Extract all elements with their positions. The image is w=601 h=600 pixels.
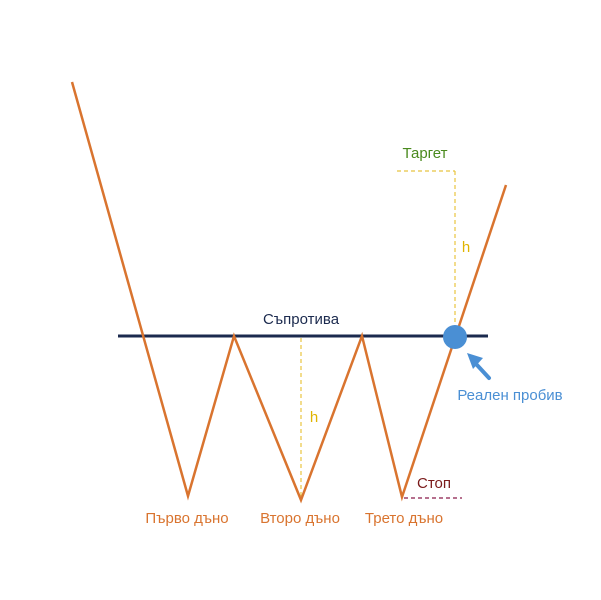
resistance-label: Съпротива bbox=[263, 311, 340, 328]
target-label: Таргет bbox=[402, 145, 447, 162]
stop-label: Стоп bbox=[417, 475, 451, 492]
breakout-arrow-icon bbox=[467, 353, 483, 369]
breakout-arrow-shaft bbox=[475, 363, 491, 380]
middle-height-label: h bbox=[310, 409, 318, 426]
third-bottom-label: Трето дъно bbox=[365, 510, 443, 527]
first-bottom-label: Първо дъно bbox=[145, 510, 228, 527]
second-bottom-label: Второ дъно bbox=[260, 510, 340, 527]
breakout-point bbox=[443, 325, 467, 349]
price-line bbox=[70, 81, 508, 504]
breakout-label: Реален пробив bbox=[457, 387, 562, 404]
target-height-label: h bbox=[462, 239, 470, 256]
